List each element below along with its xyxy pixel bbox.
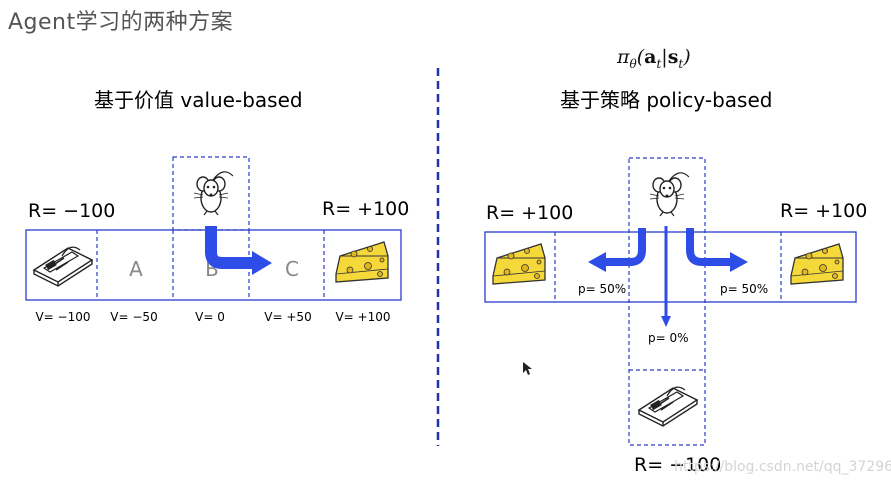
policy-arrowhead-left [588,252,606,272]
policy-formula: πθ(at|st) [617,46,691,71]
value-move-arrowhead [252,251,272,275]
value-move-arrow [205,226,252,269]
prob-left-label: p= 50% [578,282,627,296]
cheese-icon-right [790,243,844,285]
value-label-5: V= +100 [335,310,391,324]
policy-arrow-right [686,228,730,266]
slide-title: Agent学习的两种方案 [8,10,234,35]
right-reward-cheese-left: R= +100 [486,202,574,224]
mousetrap-icon [33,246,93,287]
right-reward-cheese-right: R= +100 [780,200,868,222]
cell-label-c: C [285,257,299,281]
policy-grid-row [484,231,857,303]
cheese-icon [335,241,389,283]
policy-arrowhead-down [661,316,671,327]
value-label-1: V= −100 [35,310,91,324]
policy-arrowhead-right [730,252,748,272]
left-reward-trap: R= −100 [28,200,116,222]
mouse-icon-policy [649,172,690,217]
mousetrap-icon-policy [638,386,698,427]
policy-based-title: 基于策略 policy-based [560,88,773,112]
value-label-3: V= 0 [195,310,225,324]
policy-based-grid [484,157,857,446]
policy-arrow-left [606,228,646,266]
watermark: https://blog.csdn.net/qq_37296817 [674,459,891,475]
prob-right-label: p= 50% [720,282,769,296]
cheese-icon-left [492,243,546,285]
value-label-4: V= +50 [264,310,312,324]
left-reward-cheese: R= +100 [322,198,410,220]
value-start-cell [172,156,250,231]
value-based-title: 基于价值 value-based [94,88,303,112]
cursor-icon [523,362,532,375]
value-label-2: V= −50 [110,310,158,324]
cell-label-a: A [129,257,143,281]
mouse-icon [193,171,234,216]
prob-down-label: p= 0% [648,331,689,345]
right-reward-trap: R= −100 [634,454,722,476]
policy-column [628,157,706,446]
